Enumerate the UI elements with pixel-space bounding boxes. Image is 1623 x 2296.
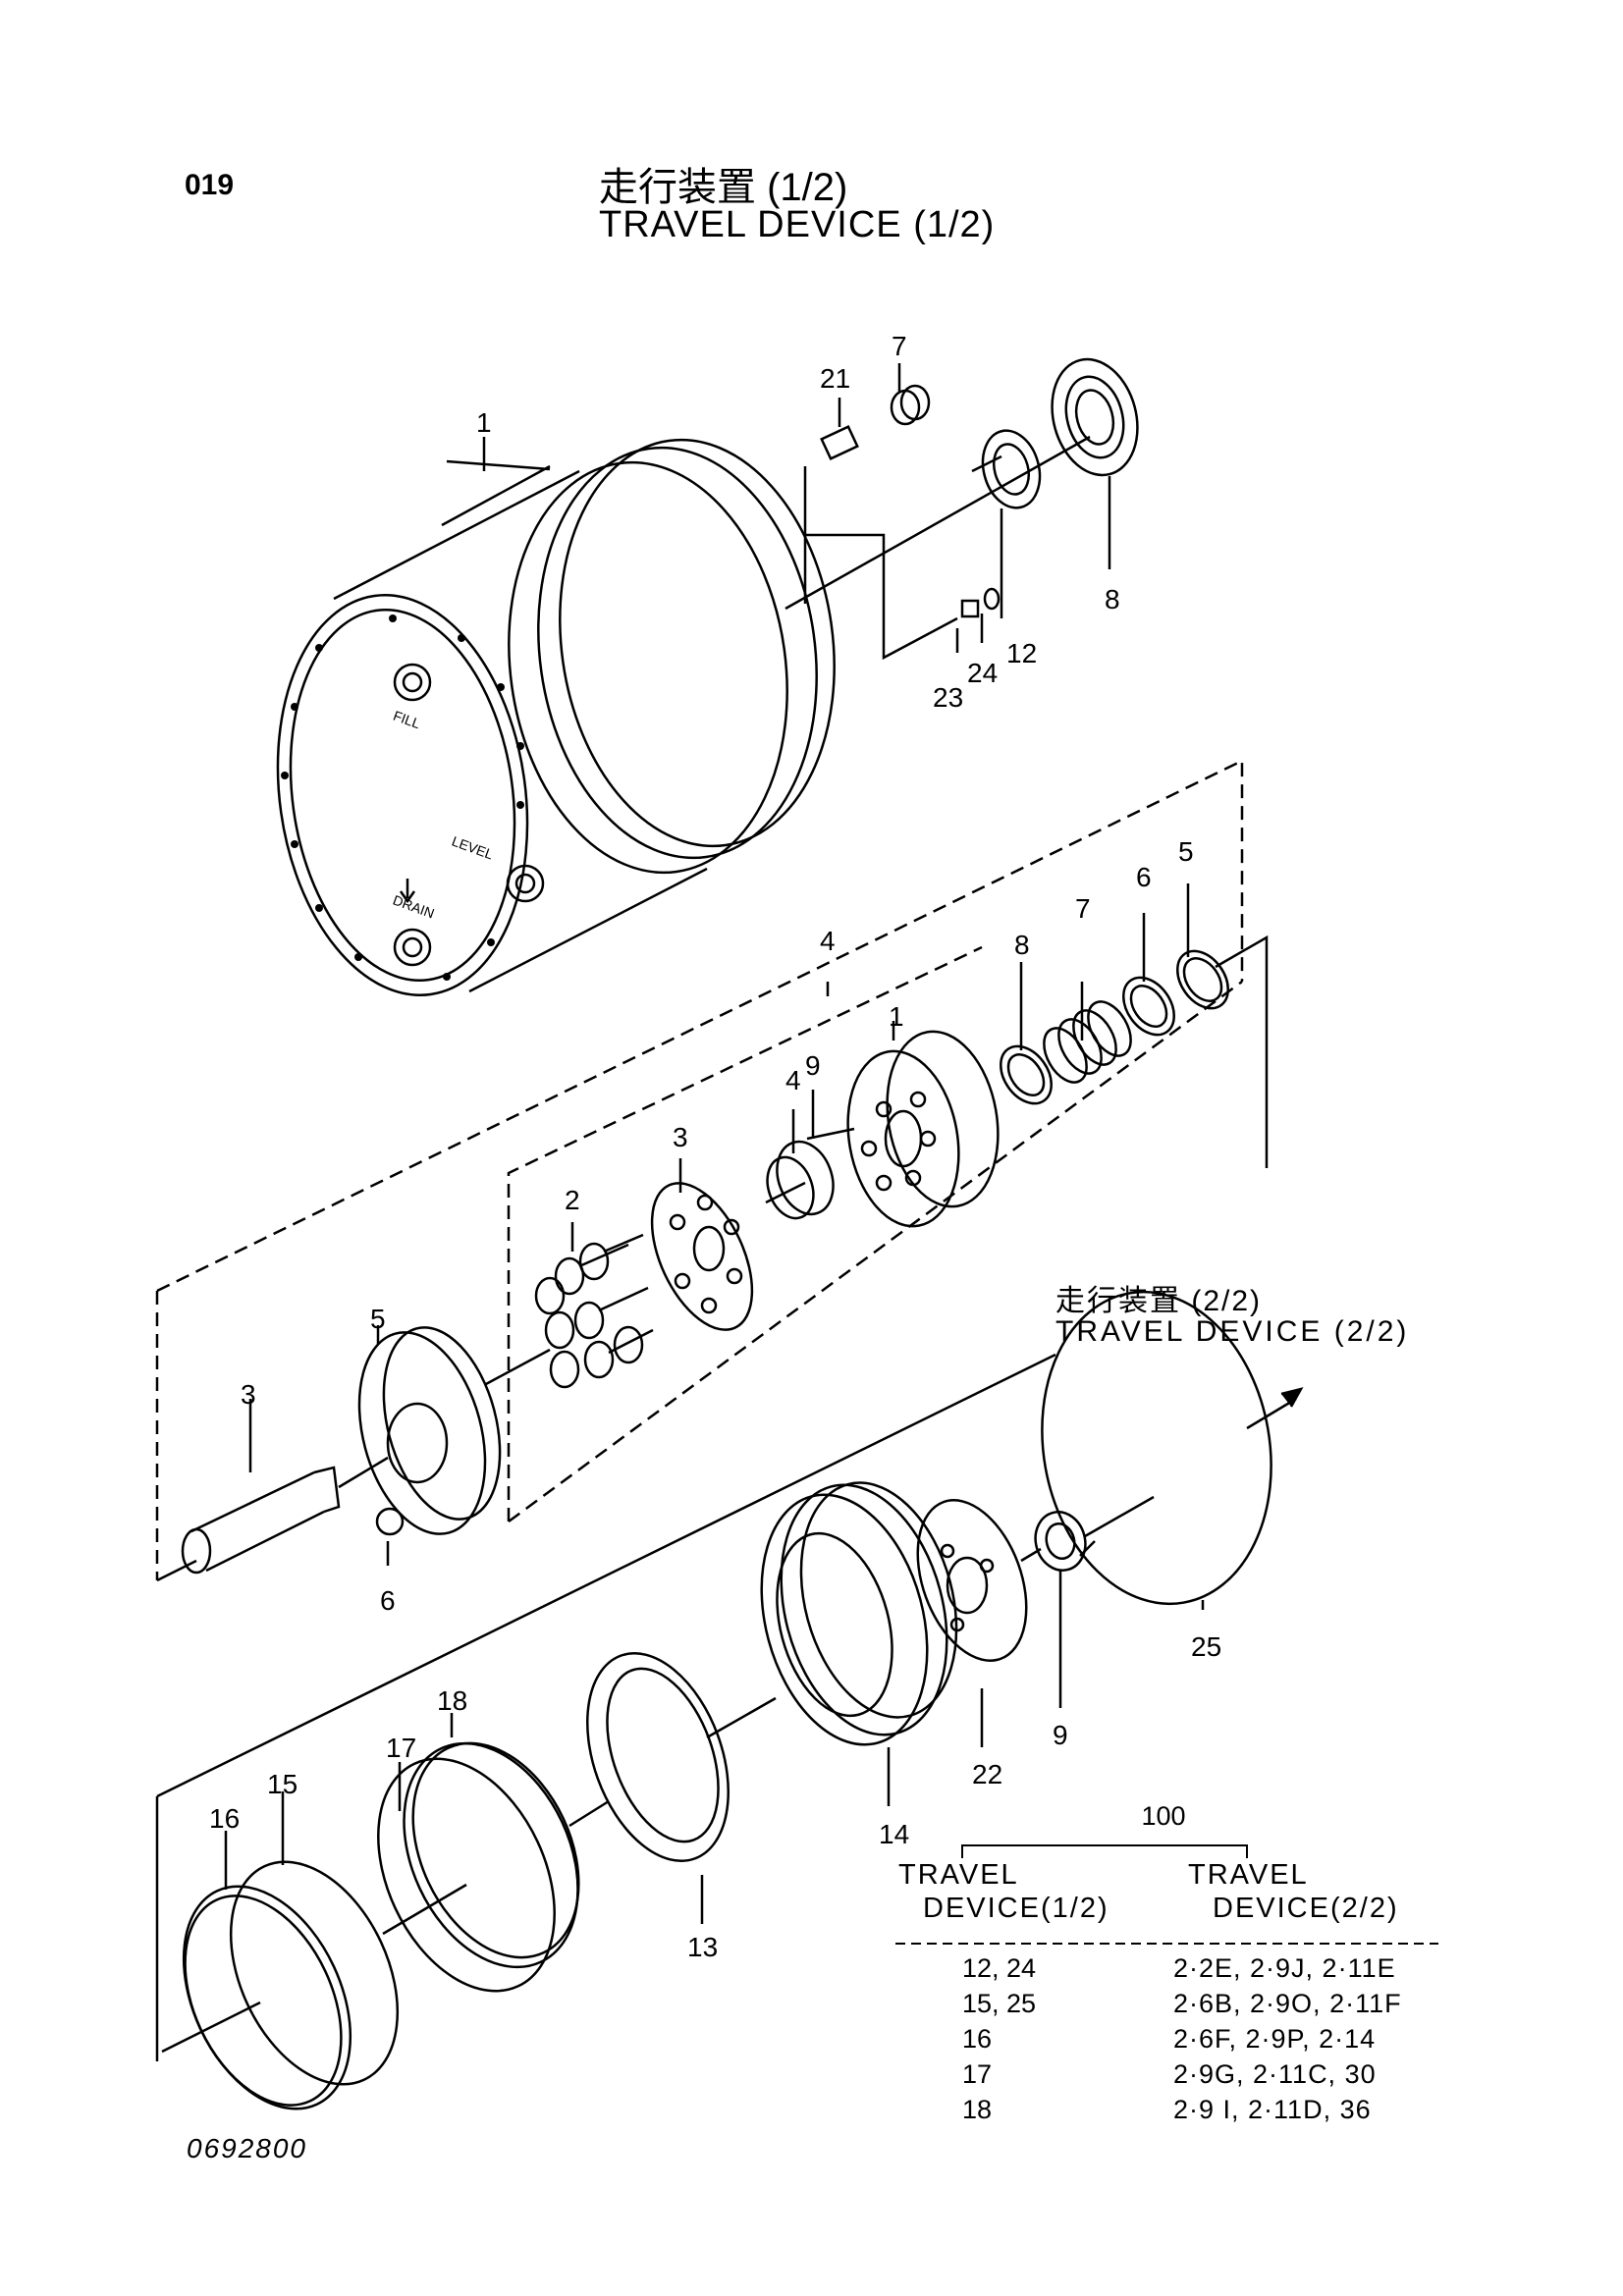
spherical-bushing-4 [766, 1140, 835, 1220]
row-right: 2·6B, 2·9O, 2·11F [1173, 1989, 1402, 2018]
callout: 1 [889, 1001, 904, 1032]
callout: 22 [972, 1759, 1002, 1789]
sub-assembly-outline-4 [155, 758, 1244, 1580]
row-left: 12, 24 [962, 1953, 1037, 1983]
table-rules [895, 1844, 1438, 1945]
travel-motor-housing [276, 438, 836, 996]
ring-17 [377, 1757, 556, 1993]
table-col1-header-line2: DEVICE(1/2) [923, 1893, 1109, 1924]
callout: 24 [967, 658, 998, 688]
row-left: 17 [962, 2059, 993, 2089]
table-col2-header: TRAVEL DEVICE(2/2) [1188, 1858, 1399, 1925]
callout: 17 [386, 1733, 416, 1763]
table-col1-header-line1: TRAVEL [898, 1859, 1019, 1891]
row-left: 16 [962, 2024, 993, 2054]
bearing-9 [1034, 1511, 1087, 1572]
callout: 12 [1006, 638, 1037, 668]
ball-6 [375, 1507, 405, 1536]
oring-16 [182, 1885, 352, 2110]
callout: 1 [476, 407, 492, 438]
valve-plate-22 [916, 1499, 1028, 1662]
callout-labels: 1 21 7 12 8 23 24 4 5 6 7 8 9 4 1 3 2 5 … [209, 331, 1221, 1962]
table-row: 16 2·6F, 2·9P, 2·14 [889, 2024, 1438, 2059]
fill-stamp: FILL [391, 708, 422, 732]
callout: 3 [673, 1122, 688, 1152]
callout: 23 [933, 682, 963, 713]
page-title-english: TRAVEL DEVICE (1/2) [599, 204, 996, 245]
callout: 18 [437, 1685, 467, 1716]
table-row: 12, 24 2·2E, 2·9J, 2·11E [889, 1953, 1438, 1989]
retainer-plate-3 [650, 1182, 754, 1331]
table-row: 18 2·9 I, 2·11D, 36 [889, 2095, 1438, 2130]
callout: 16 [209, 1803, 240, 1834]
callout: 4 [820, 926, 836, 956]
ring-15 [229, 1860, 400, 2086]
row-right: 2·2E, 2·9J, 2·11E [1173, 1953, 1396, 1983]
document-number: 0692800 [187, 2133, 308, 2163]
callout: 5 [1178, 836, 1194, 867]
bearing-8 [1051, 357, 1139, 477]
row-right: 2·9 I, 2·11D, 36 [1173, 2095, 1372, 2124]
page-title-japanese: 走行装置 (1/2) [599, 166, 848, 209]
plug-23 [960, 599, 980, 618]
snap-ring-5 [1176, 949, 1229, 1010]
callout: 9 [1053, 1720, 1068, 1750]
callout: 6 [1136, 862, 1152, 892]
row-right: 2·9G, 2·11C, 30 [1173, 2059, 1377, 2089]
brake-piston-14 [760, 1481, 958, 1746]
callout: 8 [1014, 930, 1030, 960]
plug-7 [890, 384, 931, 426]
row-left: 15, 25 [962, 1989, 1037, 2018]
seal-12 [981, 429, 1042, 509]
seal-25 [1041, 1290, 1272, 1606]
callout: 21 [820, 363, 850, 394]
callout: 7 [1075, 893, 1091, 924]
pin-9 [806, 1127, 855, 1141]
page-number: 019 [185, 169, 235, 201]
piston-set-2 [534, 1233, 654, 1389]
callout: 3 [241, 1379, 256, 1410]
level-stamp: LEVEL [450, 833, 496, 863]
swash-plate-5 [357, 1326, 502, 1535]
plug-21 [820, 425, 859, 460]
callout: 9 [805, 1050, 821, 1081]
table-row: 15, 25 2·6B, 2·9O, 2·11F [889, 1989, 1438, 2024]
shaft-3 [181, 1466, 341, 1575]
ring-8 [1000, 1044, 1053, 1105]
table-col1-header: TRAVEL DEVICE(1/2) [898, 1858, 1109, 1925]
friction-plate-13 [586, 1652, 730, 1862]
callout: 2 [565, 1185, 580, 1215]
table-col2-header-line1: TRAVEL [1188, 1859, 1309, 1891]
callout: 15 [267, 1769, 298, 1799]
callout: 8 [1105, 584, 1120, 614]
spring-set-7 [1043, 1000, 1132, 1084]
ring-6 [1122, 976, 1175, 1037]
table-row: 17 2·9G, 2·11C, 30 [889, 2059, 1438, 2095]
table-group-label: 100 [1141, 1801, 1186, 1831]
callout: 4 [785, 1065, 801, 1095]
callout: 5 [370, 1304, 386, 1334]
table-col2-header-line2: DEVICE(2/2) [1213, 1893, 1399, 1924]
callout: 6 [380, 1585, 396, 1616]
callout: 13 [687, 1932, 718, 1962]
cylinder-block-1 [846, 1030, 1000, 1228]
row-left: 18 [962, 2095, 993, 2124]
callout: 7 [892, 331, 907, 361]
oring-24 [983, 587, 1001, 611]
drain-stamp: DRAIN [391, 892, 436, 922]
callout: 25 [1191, 1631, 1221, 1662]
oring-18 [403, 1741, 580, 1969]
row-right: 2·6F, 2·9P, 2·14 [1173, 2024, 1377, 2054]
callout: 14 [879, 1819, 909, 1849]
